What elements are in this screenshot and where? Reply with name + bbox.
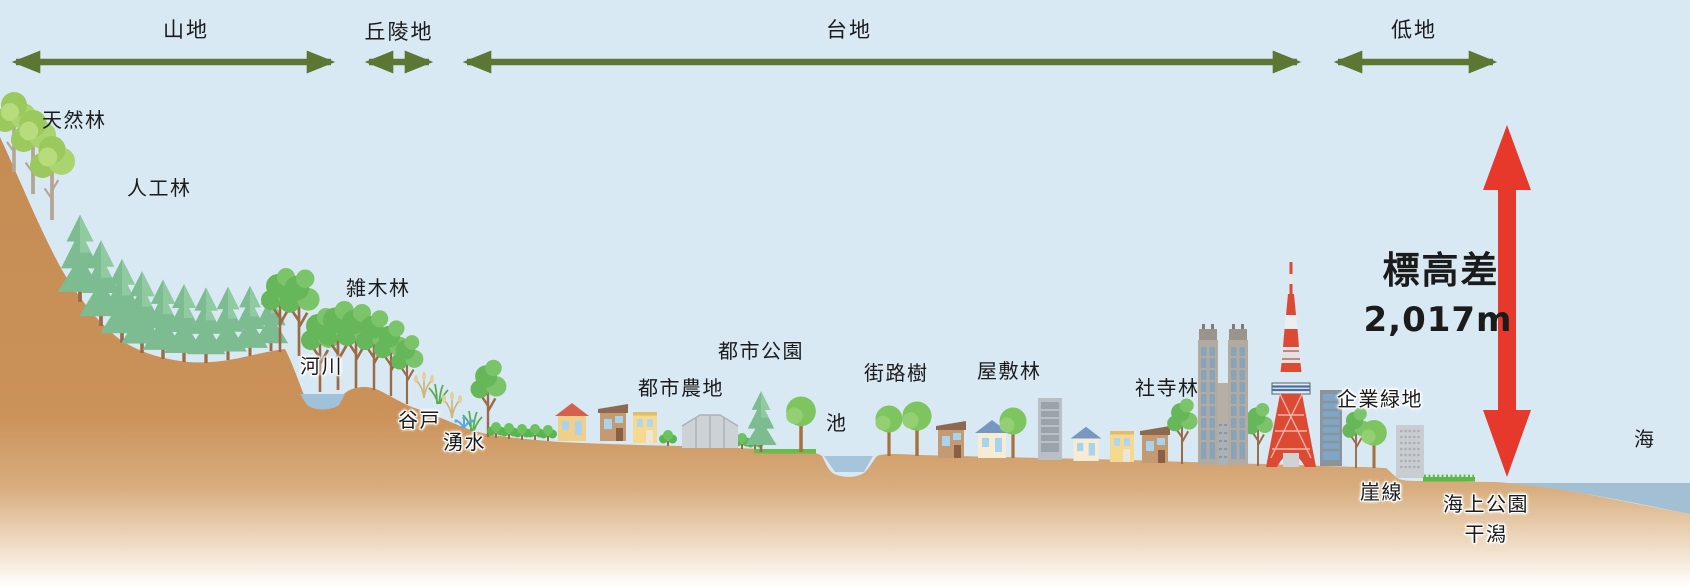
urban-park (745, 391, 816, 454)
label-shrine-forest: 社寺林 (1135, 376, 1200, 400)
twin-tower-building (1197, 323, 1249, 466)
label-valley: 谷戸 (398, 408, 441, 432)
label-pond: 池 (826, 411, 848, 435)
zone-label-kyuryochi: 丘陵地 (364, 20, 434, 44)
elevation-arrow (1483, 125, 1531, 477)
sea-water (1505, 483, 1690, 514)
label-cliff-line: 崖線 (1360, 480, 1403, 504)
lowland-building (1394, 423, 1426, 480)
label-planted-forest: 人工林 (127, 176, 192, 200)
zone-label-sanchi: 山地 (163, 18, 209, 42)
label-coppice-woodland: 雑木林 (346, 276, 411, 300)
label-street-trees: 街路樹 (864, 361, 929, 385)
label-river: 河川 (300, 354, 343, 378)
river-water (300, 394, 345, 410)
elevation-difference-value: 2,017m (1363, 300, 1513, 340)
waterfront-park-grass (1423, 474, 1475, 482)
label-sea: 海 (1634, 427, 1656, 451)
zone-label-daichi: 台地 (826, 18, 872, 42)
label-tidal-flat: 干潟 (1464, 522, 1508, 546)
tokyo-tower (1266, 262, 1316, 467)
spring-fountain (454, 416, 474, 429)
office-building (1037, 397, 1063, 461)
pond-water (824, 456, 873, 472)
label-corporate-green: 企業緑地 (1337, 387, 1423, 411)
corporate-green-trees (1341, 406, 1387, 469)
greenhouse (681, 414, 739, 449)
label-urban-park: 都市公園 (718, 339, 804, 363)
label-natural-forest: 天然林 (42, 108, 107, 132)
label-spring: 湧水 (443, 430, 486, 454)
terrain-ground (0, 137, 1690, 588)
zone-label-teichi: 低地 (1391, 18, 1437, 42)
label-urban-farmland: 都市農地 (638, 376, 724, 400)
elevation-difference-title: 標高差 (1382, 249, 1500, 292)
label-homestead-woods: 屋敷林 (977, 359, 1042, 383)
label-marine-park: 海上公園 (1443, 492, 1529, 516)
